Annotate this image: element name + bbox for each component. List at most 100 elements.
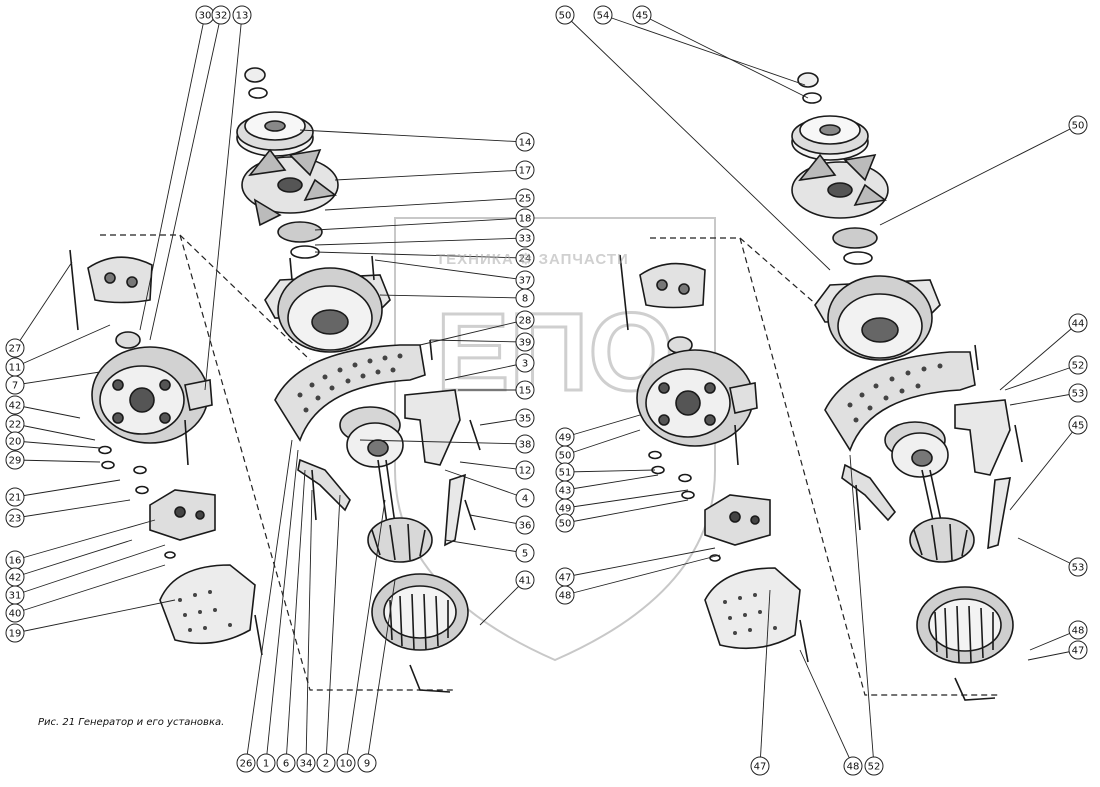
leader-line: [245, 439, 293, 764]
callout-number: 22: [9, 420, 22, 431]
leader-line: [204, 14, 243, 391]
callout-circle: [5, 487, 25, 507]
callout-number: 3: [522, 359, 528, 370]
callout-35: 35: [515, 408, 535, 428]
callout-number: 20: [9, 437, 22, 448]
callout-number: 29: [9, 456, 22, 467]
callout-48: 48: [843, 756, 863, 776]
leader-line: [345, 499, 386, 764]
rear-housing: [91, 346, 213, 444]
leader-line: [564, 429, 641, 456]
callout-circle: [5, 508, 25, 528]
callout-number: 24: [519, 254, 532, 265]
callout-42: 42: [5, 395, 25, 415]
adjusting-link: [297, 458, 351, 512]
leader-line: [849, 454, 875, 767]
callout-25: 25: [515, 188, 535, 208]
callout-number: 48: [559, 591, 572, 602]
watermark-gear-icon: ⚙: [518, 251, 534, 268]
callout-20: 20: [5, 431, 25, 451]
long-bolt: [311, 469, 317, 521]
pulley: [236, 111, 314, 157]
voltage-regulator: [149, 489, 216, 541]
leader-line: [265, 449, 299, 764]
left-rear-assembly: [69, 249, 263, 656]
callout-29: 29: [5, 450, 25, 470]
callout-number: 9: [364, 759, 370, 770]
callout-number: 47: [1072, 646, 1085, 657]
callout-number: 10: [340, 759, 353, 770]
leader-line: [429, 339, 526, 343]
callout-number: 21: [9, 493, 22, 504]
leader-line: [1009, 424, 1079, 511]
callout-50: 50: [555, 5, 575, 25]
callout-circle: [1068, 115, 1088, 135]
callout-circle: [5, 375, 25, 395]
callout-number: 39: [519, 338, 532, 349]
callout-13: 13: [232, 5, 252, 25]
leader-line: [14, 544, 166, 596]
leader-line: [444, 362, 526, 381]
leader-line: [14, 519, 156, 561]
callout-number: 11: [9, 363, 22, 374]
tension-arm: [444, 473, 466, 547]
leader-line: [139, 14, 206, 331]
callout-40: 40: [5, 603, 25, 623]
callout-4: 4: [515, 488, 535, 508]
callout-1: 1: [256, 753, 276, 773]
callout-10: 10: [336, 753, 356, 773]
leader-line: [14, 404, 81, 419]
callout-number: 37: [519, 276, 532, 287]
callout-circle: [750, 756, 770, 776]
leader-line: [14, 479, 121, 498]
callout-number: 48: [1072, 626, 1085, 637]
stator-right: [916, 586, 1014, 701]
callout-circle: [515, 228, 535, 248]
callout-number: 52: [868, 762, 881, 773]
leader-line: [314, 251, 526, 259]
callout-number: 14: [519, 138, 532, 149]
callout-number: 12: [519, 466, 532, 477]
watermark-text: ТЕХНИКА ⚙ ЗАПЧАСТИ: [436, 250, 629, 268]
front-housing: [264, 267, 391, 353]
pulley-right: [791, 115, 869, 161]
callout-21: 21: [5, 487, 25, 507]
callout-11: 11: [5, 357, 25, 377]
callout-14: 14: [515, 132, 535, 152]
callout-circle: [515, 160, 535, 180]
callout-circle: [515, 543, 535, 563]
callout-51: 51: [555, 462, 575, 482]
watermark-right: ЗАПЧАСТИ: [538, 251, 629, 268]
leader-line: [879, 124, 1079, 226]
callout-circle: [515, 570, 535, 590]
leader-line: [1004, 364, 1079, 391]
callout-number: 50: [559, 11, 572, 22]
callout-43: 43: [555, 480, 575, 500]
callout-number: 27: [9, 344, 22, 355]
figure-caption: Рис. 21 Генератор и его установка.: [38, 717, 225, 728]
callout-number: 50: [559, 451, 572, 462]
callout-number: 54: [597, 11, 610, 22]
callout-number: 49: [559, 433, 572, 444]
leader-line: [325, 494, 341, 764]
leader-line: [564, 414, 641, 438]
leader-lines: [14, 14, 1079, 767]
callout-52: 52: [864, 756, 884, 776]
callout-50: 50: [555, 513, 575, 533]
rear-cover-right: [704, 567, 801, 650]
callout-number: 8: [522, 294, 528, 305]
callout-circle: [357, 753, 377, 773]
callout-circle: [232, 5, 252, 25]
callout-number: 7: [12, 381, 18, 392]
callout-circle: [515, 460, 535, 480]
callout-number: 6: [283, 759, 289, 770]
leader-line: [374, 259, 526, 281]
front-housing-right: [814, 275, 941, 361]
strap-bracket: [274, 344, 426, 442]
stator: [371, 573, 469, 693]
callout-circle: [864, 756, 884, 776]
right-rear-assembly: [619, 254, 809, 663]
leader-line: [759, 589, 771, 767]
leader-line: [564, 547, 716, 578]
